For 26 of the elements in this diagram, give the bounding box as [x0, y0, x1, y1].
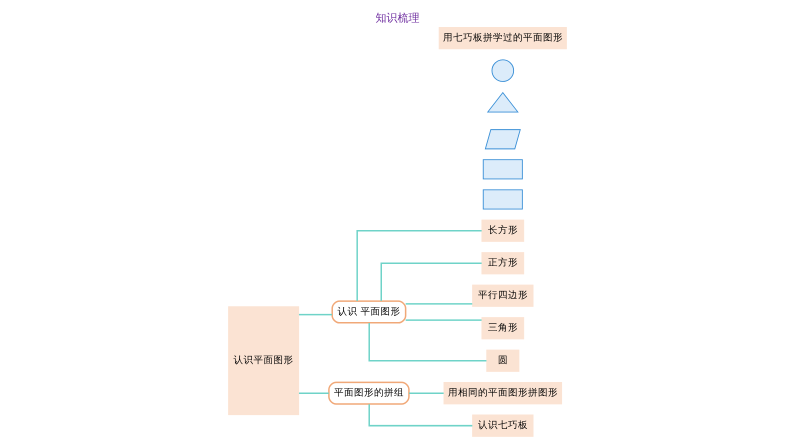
node-circle [491, 59, 514, 82]
node-box: 用相同的平面图形拼图形 [443, 382, 562, 404]
node-box: 用七巧板拼学过的平面图形 [438, 27, 566, 50]
node-box: 平行四边形 [472, 284, 533, 307]
node-box [482, 189, 522, 210]
node-box: 长方形 [480, 220, 524, 242]
connector [405, 303, 472, 305]
diagram-title: 知识梳理 [375, 12, 419, 25]
node-box [482, 159, 522, 180]
node-box: 正方形 [480, 252, 524, 274]
node-box: 认识 平面图形 [330, 300, 406, 324]
connector [298, 314, 332, 316]
connector [408, 392, 444, 394]
connector [368, 323, 486, 362]
node-box: 认识平面图形 [228, 306, 299, 416]
node-triangle [486, 92, 518, 112]
connector [380, 262, 482, 301]
node-box: 三角形 [480, 317, 524, 340]
node-parallelogram [484, 129, 520, 150]
node-box: 圆 [486, 350, 519, 372]
node-box: 平面图形的拼组 [328, 382, 410, 405]
connector [356, 230, 482, 301]
connector [298, 392, 328, 394]
node-box: 认识七巧板 [472, 414, 533, 437]
connector [405, 319, 482, 321]
connector [368, 404, 472, 426]
